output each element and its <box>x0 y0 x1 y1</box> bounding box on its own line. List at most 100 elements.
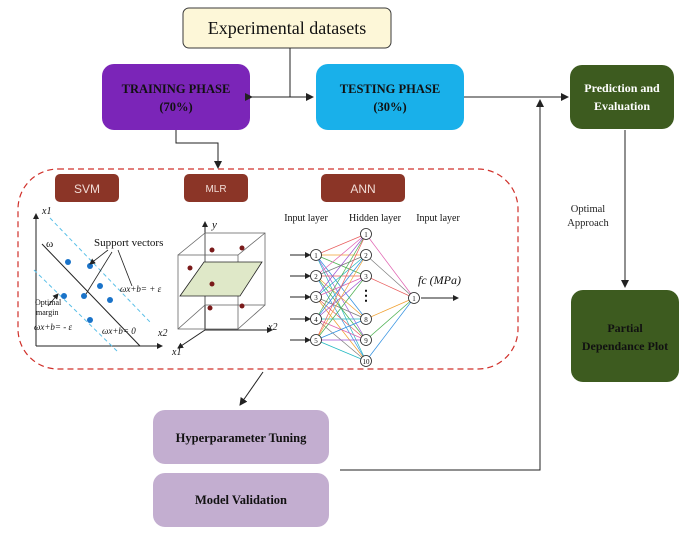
mlr-cube-edge <box>237 232 266 256</box>
models-boundary <box>17 168 519 370</box>
ann-connection <box>315 318 367 341</box>
svm-point <box>81 293 87 299</box>
ann-hidden-node-label: 2 <box>364 252 368 260</box>
mlr-point <box>209 281 215 287</box>
ann-hidden-node-circle <box>360 228 372 240</box>
ann-illustration: Input layer Hidden layer Input layer 123… <box>284 213 461 367</box>
testing-phase-box <box>316 64 464 130</box>
mlr-regression-plane <box>179 261 263 297</box>
ann-connections <box>290 233 415 362</box>
ann-input-node-circle <box>310 291 322 303</box>
mlr-point <box>209 247 215 253</box>
svm-margin-lower <box>33 269 119 353</box>
ann-hidden-node: 8 <box>360 313 372 325</box>
ann-connection <box>315 275 367 341</box>
validation-box <box>153 473 329 527</box>
svm-x1-label: x1 <box>41 206 51 217</box>
mlr-y-label: y <box>211 219 217 231</box>
mlr-point <box>239 303 245 309</box>
mlr-x1-label: x1 <box>171 347 181 358</box>
ann-output-node-label: 1 <box>412 295 416 303</box>
svm-optimal-label: Optimal <box>35 298 62 307</box>
svm-eq-plus: ωx+b= + ε <box>120 284 162 294</box>
ann-connection <box>315 296 367 362</box>
validation-return-arrow <box>340 99 544 471</box>
mlr-cube-edge <box>177 232 206 256</box>
svm-support-vectors-label: Support vectors <box>94 237 163 249</box>
mlr-cube-edge <box>237 304 266 330</box>
svm-hyperplane <box>41 243 141 347</box>
ann-connection <box>315 254 367 341</box>
ann-input-node-circle <box>310 249 322 261</box>
ann-hidden-node-circle <box>360 249 372 261</box>
svm-point <box>107 297 113 303</box>
datasets-connector <box>289 48 298 98</box>
pdp-box <box>571 290 679 382</box>
svm-point <box>61 293 67 299</box>
ann-label-box <box>321 174 405 202</box>
ann-output-node: 1 <box>408 292 420 304</box>
svm-margin-upper <box>49 217 151 323</box>
ann-input-node-label: 1 <box>314 252 318 260</box>
prediction-title: Prediction and <box>584 81 660 95</box>
ann-connection <box>315 233 367 298</box>
svm-point <box>87 317 93 323</box>
ann-hidden-node-circle <box>360 313 372 325</box>
pdp-subtitle: Dependance Plot <box>582 339 668 353</box>
validation-label: Model Validation <box>195 493 287 507</box>
ann-connection <box>365 297 415 341</box>
ann-input-node-circle <box>310 270 322 282</box>
ann-connection <box>365 254 415 299</box>
mlr-point <box>207 305 213 311</box>
training-models-arrow <box>175 130 222 169</box>
svm-omega-label: ω <box>46 238 53 250</box>
ann-input-node: 1 <box>310 249 322 261</box>
ann-connection <box>315 233 367 256</box>
ann-hidden-node-label: 9 <box>364 337 368 345</box>
ann-input-node-label: 4 <box>314 316 318 324</box>
training-phase-title: TRAINING PHASE <box>122 82 231 96</box>
hyperparameter-label: Hyperparameter Tuning <box>176 431 307 445</box>
ann-input-node-label: 3 <box>314 294 318 302</box>
svm-sv-pointer <box>117 249 133 287</box>
svm-margin-label: margin <box>36 308 59 317</box>
svm-label: SVM <box>74 182 100 196</box>
ann-hidden-node-circle <box>360 270 372 282</box>
mlr-illustration: y x2 x1 <box>171 219 277 358</box>
svm-point <box>97 283 103 289</box>
testing-phase-percent: (30%) <box>373 100 406 114</box>
svm-illustration: x1 x2 ω Support vectors ωx+b= + ε Optima… <box>33 206 167 353</box>
ann-hidden-node-circle <box>360 355 372 367</box>
ann-hidden-node-label: 10 <box>363 358 371 366</box>
models-hyper-arrow <box>239 371 264 406</box>
optimal-label: Optimal <box>571 204 605 215</box>
hyperparameter-box <box>153 410 329 464</box>
ann-output-layer-label: Input layer <box>416 213 460 224</box>
svm-sv-pointer <box>89 249 109 265</box>
ann-input-node-circle <box>310 334 322 346</box>
svm-x2-label: x2 <box>157 328 167 339</box>
ann-connection <box>315 339 367 362</box>
ann-connection <box>315 233 367 341</box>
mlr-label-box <box>184 174 248 202</box>
experimental-datasets-box <box>182 7 392 49</box>
experimental-datasets-label: Experimental datasets <box>208 18 366 38</box>
ann-connection <box>365 233 415 299</box>
ann-input-node: 2 <box>310 270 322 282</box>
approach-label: Approach <box>567 218 609 229</box>
ann-output-node-circle <box>408 292 420 304</box>
ann-connection <box>315 233 367 277</box>
ann-hidden-node-label: 1 <box>364 231 368 239</box>
svm-sv-pointer <box>85 251 113 295</box>
ann-input-node-circle <box>310 313 322 325</box>
svm-point <box>65 259 71 265</box>
ann-connection <box>315 233 367 320</box>
mlr-label: MLR <box>205 184 226 195</box>
ann-hidden-node: 10 <box>360 355 372 367</box>
ann-connection <box>365 297 415 320</box>
ann-hidden-node: 3 <box>360 270 372 282</box>
prediction-box <box>570 65 674 129</box>
ann-input-layer-label: Input layer <box>284 213 328 224</box>
